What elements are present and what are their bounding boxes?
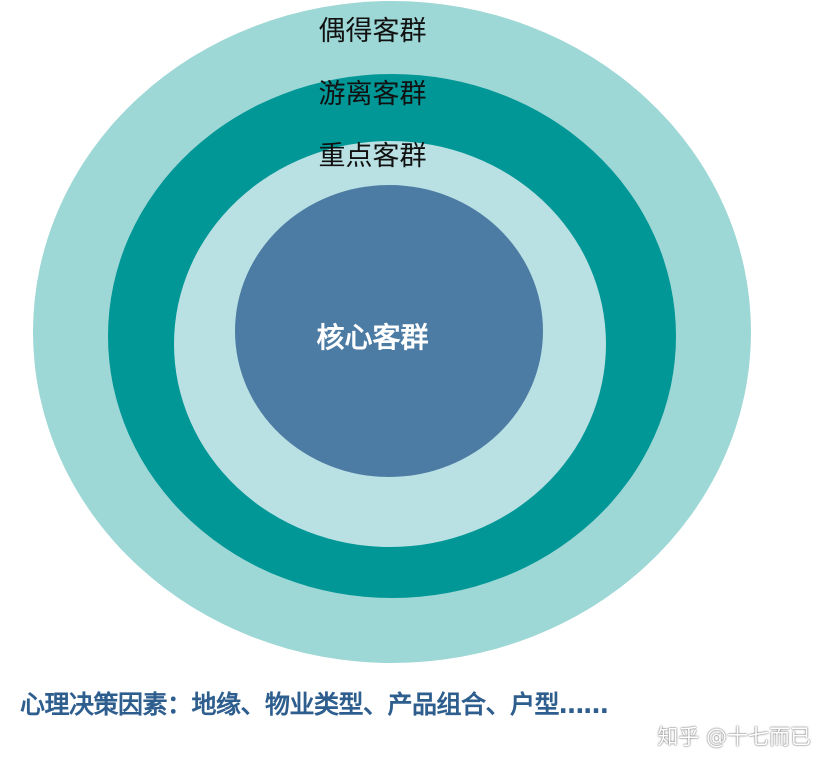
caption-text: 心理决策因素：地缘、物业类型、产品组合、户型…… <box>20 690 609 719</box>
ring-label-core: 核心客群 <box>316 321 429 354</box>
ring-label-outer: 偶得客群 <box>318 16 427 47</box>
watermark-text: 知乎 @十七而已 <box>657 725 811 749</box>
ring-label-second: 游离客群 <box>318 79 427 110</box>
ring-label-third: 重点客群 <box>318 141 427 172</box>
core-circle <box>235 185 543 477</box>
